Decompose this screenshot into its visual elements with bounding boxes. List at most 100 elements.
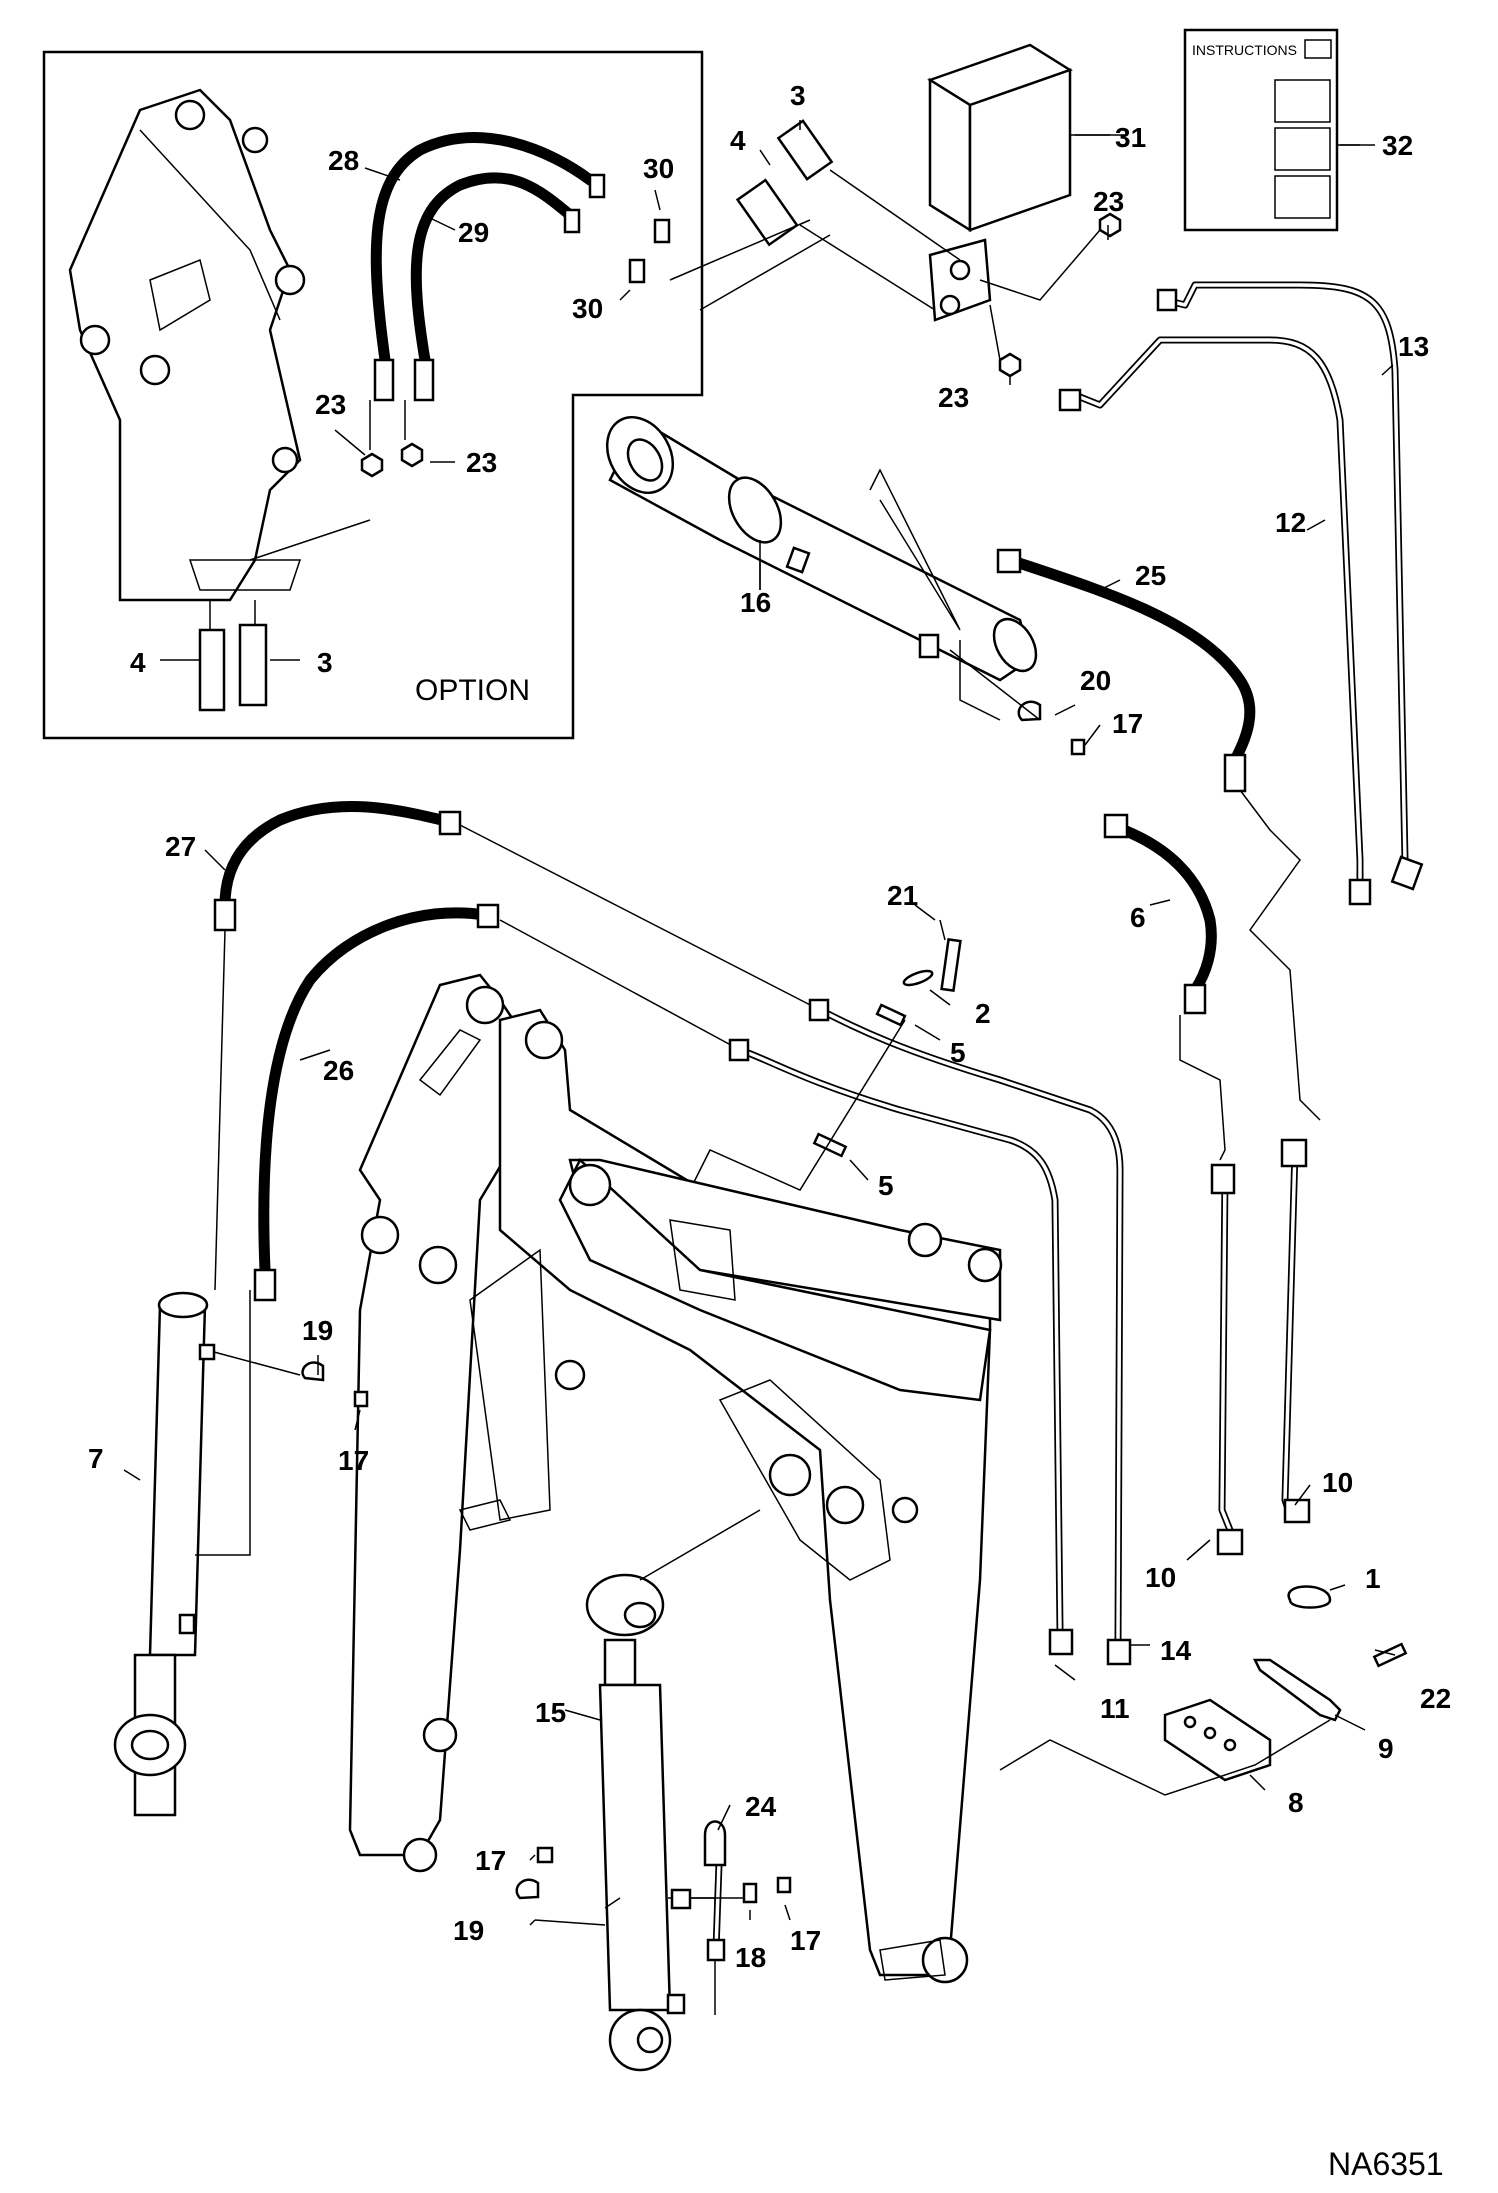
bolt-17 xyxy=(776,1876,792,1894)
callout-23: 23 xyxy=(1093,186,1124,217)
callout-21: 21 xyxy=(887,880,918,911)
bolt-21 xyxy=(940,937,962,993)
callout-1: 1 xyxy=(1365,1563,1381,1594)
callout-26: 26 xyxy=(323,1055,354,1086)
clamp-19 xyxy=(301,1361,325,1382)
callout-12: 12 xyxy=(1275,507,1306,538)
callout-23: 23 xyxy=(315,389,346,420)
tube-end-fitting xyxy=(1390,855,1424,891)
coupler-3 xyxy=(238,623,268,707)
bolt-17 xyxy=(353,1390,369,1408)
callout-6: 6 xyxy=(1130,902,1146,933)
fitting xyxy=(1223,753,1247,793)
instructions-manual-32: INSTRUCTIONS xyxy=(1183,28,1375,232)
fitting xyxy=(996,548,1022,574)
coupler-4 xyxy=(735,178,799,247)
fitting xyxy=(438,810,462,836)
callout-23: 23 xyxy=(466,447,497,478)
callout-18: 18 xyxy=(735,1942,766,1973)
callout-31: 31 xyxy=(1115,122,1146,153)
callout-32: 32 xyxy=(1382,130,1413,161)
callout-17: 17 xyxy=(338,1445,369,1476)
tube-end-fitting xyxy=(1216,1528,1244,1556)
callout-8: 8 xyxy=(1288,1787,1304,1818)
clamp-5 xyxy=(875,1003,907,1027)
tube-end-fitting xyxy=(1048,1628,1074,1656)
callout-4: 4 xyxy=(130,647,146,678)
callout-24: 24 xyxy=(745,1791,777,1822)
tube-13 xyxy=(1161,281,1409,884)
option-inset xyxy=(42,50,704,740)
instructions-title: INSTRUCTIONS xyxy=(1192,42,1297,58)
callout-19: 19 xyxy=(302,1315,333,1346)
hose-6 xyxy=(1104,819,1217,996)
tube-nut xyxy=(1058,388,1082,412)
callout-10: 10 xyxy=(1322,1467,1353,1498)
callout-2: 2 xyxy=(975,998,991,1029)
hose-25 xyxy=(1004,554,1256,766)
tube-end-fitting xyxy=(1106,1638,1132,1666)
callout-23: 23 xyxy=(938,382,969,413)
callout-3: 3 xyxy=(317,647,333,678)
callout-14: 14 xyxy=(1160,1635,1192,1666)
callout-30: 30 xyxy=(643,153,674,184)
tube-nut xyxy=(1156,288,1178,312)
option-label: OPTION xyxy=(415,674,530,707)
kit-box-31 xyxy=(927,43,1110,233)
nut-23 xyxy=(360,452,384,478)
clamp-1 xyxy=(1287,1585,1332,1609)
hose-29 xyxy=(410,172,576,366)
callout-15: 15 xyxy=(535,1697,566,1728)
nut-23 xyxy=(998,352,1022,378)
callout-9: 9 xyxy=(1378,1733,1394,1764)
callout-30: 30 xyxy=(572,293,603,324)
callout-5: 5 xyxy=(950,1037,966,1068)
adapter-30 xyxy=(653,218,671,244)
callouts: 3 4 31 32 28 30 29 30 23 23 13 12 23 23 … xyxy=(88,80,1451,2182)
callout-22: 22 xyxy=(1420,1683,1451,1714)
tube-24-fitting xyxy=(706,1938,726,1962)
tube-nut xyxy=(808,998,830,1022)
callout-3: 3 xyxy=(790,80,806,111)
fitting xyxy=(1103,813,1129,839)
callout-17: 17 xyxy=(1112,708,1143,739)
callout-19: 19 xyxy=(453,1915,484,1946)
fitting xyxy=(1183,983,1207,1015)
tube-end-fitting xyxy=(1280,1138,1308,1168)
callout-25: 25 xyxy=(1135,560,1166,591)
fitting xyxy=(253,1268,277,1302)
clamp-5 xyxy=(812,1132,848,1158)
hose-27 xyxy=(219,801,456,911)
arm-cylinder-16 xyxy=(605,416,1038,682)
top-couplers xyxy=(669,119,1122,378)
callout-leaders xyxy=(123,120,1396,1926)
bucket-cylinder-15 xyxy=(585,1509,761,2072)
callout-5: 5 xyxy=(878,1170,894,1201)
fitting xyxy=(670,1888,692,1910)
block-8 xyxy=(1163,1698,1272,1782)
clamp-19 xyxy=(515,1878,540,1900)
coupler-4 xyxy=(198,628,226,712)
fitting xyxy=(373,358,395,402)
tube-nut xyxy=(728,1038,750,1062)
fitting xyxy=(213,898,237,932)
callout-11: 11 xyxy=(1100,1693,1130,1724)
callout-17: 17 xyxy=(475,1845,506,1876)
adapter-30 xyxy=(628,258,646,284)
fitting-18 xyxy=(742,1882,758,1904)
nut-23 xyxy=(1098,212,1122,238)
fitting xyxy=(588,173,606,199)
bracket-9 xyxy=(1252,1658,1342,1722)
callout-28: 28 xyxy=(328,145,359,176)
nut-23 xyxy=(400,442,424,468)
callout-29: 29 xyxy=(458,217,489,248)
hose-26 xyxy=(258,907,491,1276)
callout-16: 16 xyxy=(740,587,771,618)
bolt-17 xyxy=(536,1846,554,1864)
callout-13: 13 xyxy=(1398,331,1429,362)
callout-20: 20 xyxy=(1080,665,1111,696)
bolt-22 xyxy=(1372,1642,1408,1668)
tube-end-fitting xyxy=(1348,878,1372,906)
tube-24-bend xyxy=(703,1820,727,1867)
